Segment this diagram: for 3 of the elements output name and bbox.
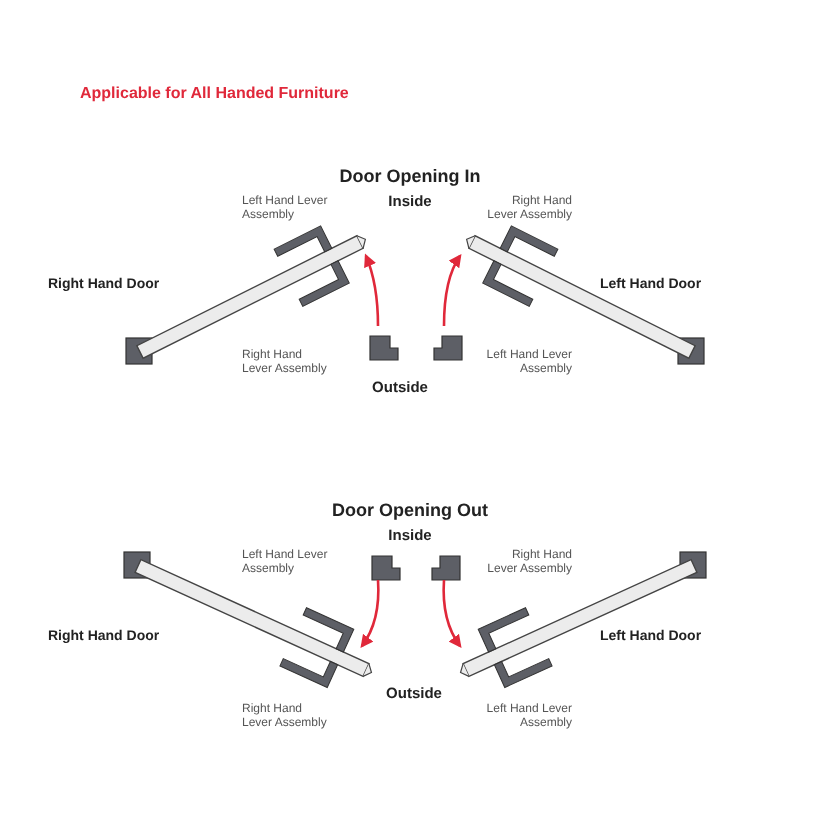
heading: Applicable for All Handed Furniture xyxy=(80,84,349,103)
section-title: Door Opening In xyxy=(339,166,481,187)
section-title: Door Opening Out xyxy=(332,500,488,521)
